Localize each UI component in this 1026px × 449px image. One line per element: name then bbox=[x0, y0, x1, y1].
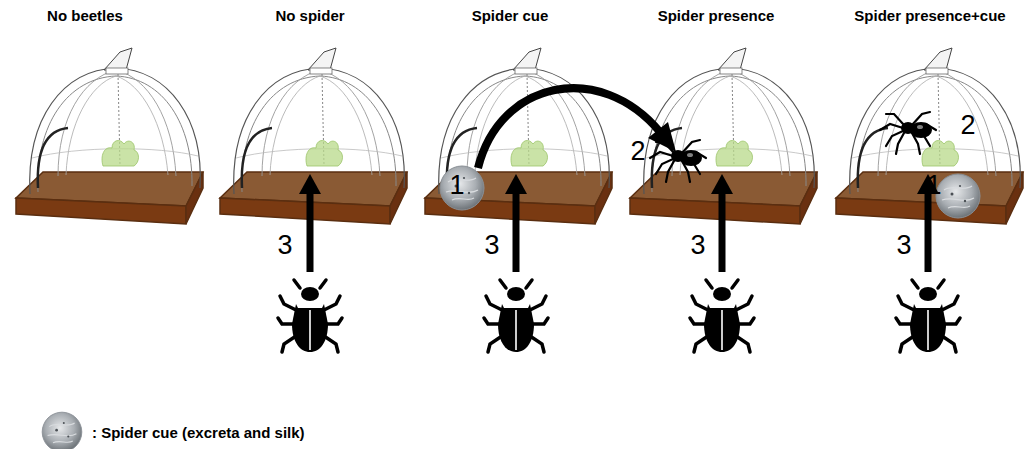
legend-text: : Spider cue (excreta and silk) bbox=[92, 424, 305, 441]
panel-title: No beetles bbox=[47, 8, 123, 25]
callout-number: 1 bbox=[449, 171, 464, 201]
callout-number: 3 bbox=[896, 231, 911, 261]
panel-title: Spider presence bbox=[658, 8, 775, 25]
callout-number: 3 bbox=[690, 231, 705, 261]
callout-number: 2 bbox=[630, 137, 645, 167]
panel-title: No spider bbox=[275, 8, 344, 25]
panel-title: Spider cue bbox=[472, 8, 549, 25]
callout-number: 1 bbox=[926, 171, 941, 201]
callout-number: 3 bbox=[277, 231, 292, 261]
callout-number: 2 bbox=[960, 111, 975, 141]
panel-title: Spider presence+cue bbox=[854, 8, 1005, 25]
callout-number: 3 bbox=[484, 231, 499, 261]
